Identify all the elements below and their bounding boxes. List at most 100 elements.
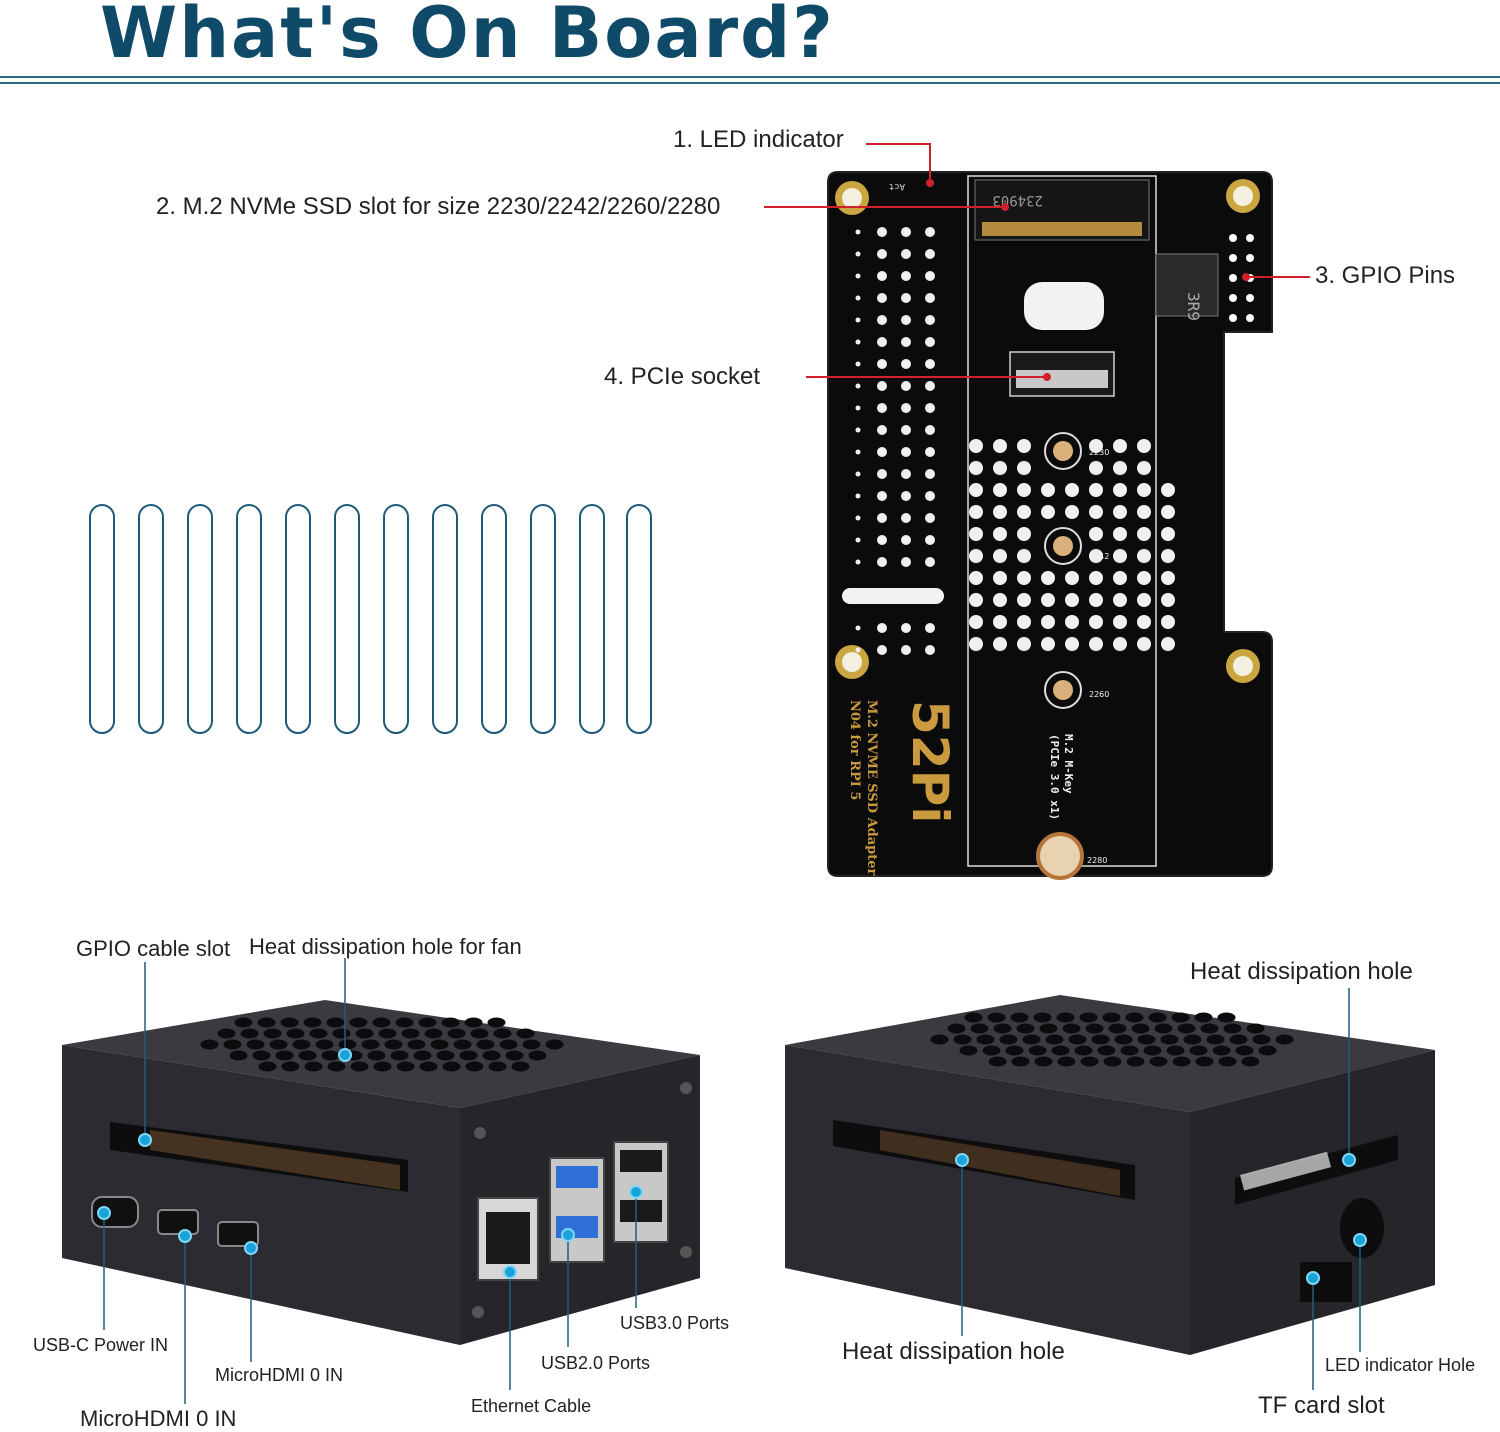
- product-line1-silkscreen: M.2 NVME SSD Adapter: [864, 700, 879, 876]
- vent-hole: [321, 1050, 340, 1061]
- vent-hole: [1089, 637, 1103, 651]
- vent-hole: [925, 249, 935, 259]
- vent-hole: [901, 535, 911, 545]
- cable-strip: [626, 504, 652, 734]
- vent-hole: [877, 271, 887, 281]
- vent-hole: [303, 1017, 322, 1028]
- vent-hole: [925, 403, 935, 413]
- marker-dots-right-case: [955, 1153, 1367, 1285]
- vent-hole: [1246, 1023, 1265, 1034]
- cable-strip: [89, 504, 115, 734]
- vent-hole: [993, 527, 1007, 541]
- vent-hole: [1113, 483, 1127, 497]
- vent-hole: [1137, 593, 1151, 607]
- vent-hole: [855, 427, 861, 433]
- vent-hole: [200, 1039, 219, 1050]
- vent-hole: [901, 623, 911, 633]
- vent-hole: [970, 1023, 989, 1034]
- callout-pcie-socket: 4. PCIe socket: [604, 363, 761, 390]
- vent-hole: [877, 403, 887, 413]
- vent-hole: [1137, 615, 1151, 629]
- vent-hole: [1160, 1034, 1179, 1045]
- vent-hole: [418, 1017, 437, 1028]
- vent-hole: [338, 1039, 357, 1050]
- vent-hole: [252, 1050, 271, 1061]
- vent-hole: [286, 1028, 305, 1039]
- vent-hole: [350, 1061, 369, 1072]
- vent-hole: [925, 469, 935, 479]
- vent-hole: [1161, 637, 1175, 651]
- vent-hole: [1195, 1056, 1214, 1067]
- vent-hole: [372, 1017, 391, 1028]
- vent-hole: [367, 1050, 386, 1061]
- vent-hole: [441, 1017, 460, 1028]
- vent-hole: [993, 637, 1007, 651]
- vent-hole: [1080, 1056, 1099, 1067]
- vent-hole: [1161, 571, 1175, 585]
- callout-markers: [926, 179, 1250, 381]
- vent-hole: [969, 527, 983, 541]
- vent-hole-grid: [855, 227, 935, 655]
- vent-hole: [1079, 1012, 1098, 1023]
- cable-strip: [334, 504, 360, 734]
- vent-hole: [855, 449, 861, 455]
- vent-hole: [1171, 1012, 1190, 1023]
- vent-hole: [925, 447, 935, 457]
- vent-hole: [1065, 483, 1079, 497]
- vent-hole: [373, 1061, 392, 1072]
- vent-hole: [976, 1034, 995, 1045]
- vent-hole: [1212, 1045, 1231, 1056]
- vent-hole: [925, 293, 935, 303]
- vent-hole: [930, 1034, 949, 1045]
- vent-hole: [269, 1039, 288, 1050]
- vent-hole: [925, 271, 935, 281]
- vent-hole: [993, 571, 1007, 585]
- vent-hole: [901, 227, 911, 237]
- vent-hole: [1065, 593, 1079, 607]
- vent-hole: [453, 1039, 472, 1050]
- vent-hole: [993, 439, 1007, 453]
- vent-hole: [1137, 505, 1151, 519]
- vent-hole: [901, 645, 911, 655]
- vent-hole: [1005, 1045, 1024, 1056]
- vent-hole: [258, 1061, 277, 1072]
- leader-lines-right-case: [961, 988, 1361, 1390]
- label-ethernet: Ethernet Cable: [471, 1396, 592, 1416]
- vent-hole: [855, 295, 861, 301]
- vent-hole: [1089, 461, 1103, 475]
- vent-hole: [969, 571, 983, 585]
- vent-hole: [1113, 637, 1127, 651]
- vent-hole: [223, 1039, 242, 1050]
- vent-hole: [901, 293, 911, 303]
- vent-hole: [234, 1017, 253, 1028]
- cable-strip: [236, 504, 262, 734]
- vent-hole: [1137, 549, 1151, 563]
- vent-hole: [465, 1061, 484, 1072]
- vent-hole: [1131, 1023, 1150, 1034]
- vent-hole: [877, 447, 887, 457]
- vent-hole: [877, 293, 887, 303]
- vent-hole: [1161, 593, 1175, 607]
- vent-hole: [522, 1039, 541, 1050]
- vent-hole: [969, 505, 983, 519]
- vent-hole: [969, 483, 983, 497]
- vent-hole: [304, 1061, 323, 1072]
- key-line1-silkscreen: M.2 M-Key: [1062, 734, 1075, 794]
- vent-hole: [1041, 593, 1055, 607]
- vent-hole: [545, 1039, 564, 1050]
- vent-hole: [901, 403, 911, 413]
- vent-hole: [1113, 505, 1127, 519]
- size-2280-silkscreen: 2280: [1087, 856, 1107, 865]
- vent-hole: [1161, 483, 1175, 497]
- vent-hole: [901, 557, 911, 567]
- vent-hole: [1189, 1045, 1208, 1056]
- vent-hole: [1137, 637, 1151, 651]
- vent-hole: [1149, 1056, 1168, 1067]
- vent-hole: [1252, 1034, 1271, 1045]
- vent-hole: [1143, 1045, 1162, 1056]
- cable-strip: [481, 504, 507, 734]
- product-line2-silkscreen: N04 for RPI 5: [847, 700, 862, 800]
- vent-hole: [493, 1028, 512, 1039]
- label-heat-hole-bottom: Heat dissipation hole: [842, 1338, 1065, 1365]
